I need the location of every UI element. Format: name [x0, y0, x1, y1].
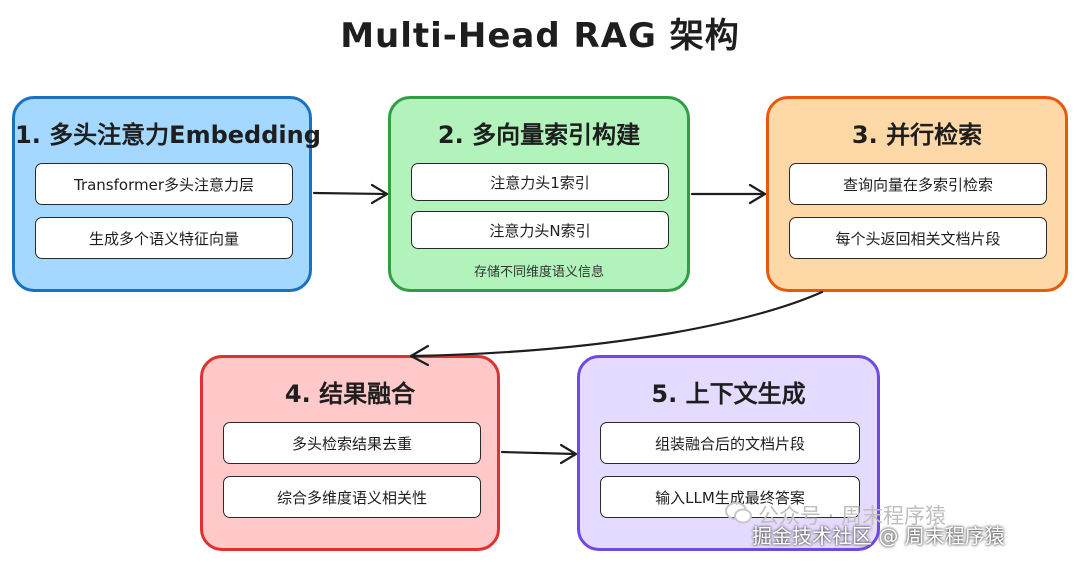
step-title-5: 5. 上下文生成 [651, 380, 806, 408]
arrow-4-to-5 [500, 450, 577, 456]
step-5-item-2: 输入LLM生成最终答案 [600, 476, 860, 518]
step-2-item-1: 注意力头1索引 [411, 163, 669, 201]
watermark-juejin: 掘金技术社区 @ 周末程序猿 [752, 524, 1005, 548]
arrow-4-to-5-head [559, 443, 578, 465]
step-1-item-1: Transformer多头注意力层 [35, 163, 293, 205]
step-2-item-2: 注意力头N索引 [411, 211, 669, 249]
arrow-1-to-2-head [370, 183, 389, 205]
step-4-item-1: 多头检索结果去重 [223, 422, 481, 464]
step-box-2: 2. 多向量索引构建 注意力头1索引 注意力头N索引 存储不同维度语义信息 [388, 96, 690, 292]
step-4-item-2: 综合多维度语义相关性 [223, 476, 481, 518]
step-3-item-1: 查询向量在多索引检索 [789, 163, 1047, 205]
step-5-item-1: 组装融合后的文档片段 [600, 422, 860, 464]
step-2-note: 存储不同维度语义信息 [473, 265, 604, 280]
step-3-item-2: 每个头返回相关文档片段 [789, 217, 1047, 259]
arrow-2-to-3-head [748, 183, 767, 205]
arrow-1-to-2 [312, 191, 388, 196]
step-title-4: 4. 结果融合 [284, 380, 416, 408]
arrow-3-to-4-head [409, 344, 430, 367]
step-title-1: 1. 多头注意力Embedding [15, 121, 321, 149]
step-title-3: 3. 并行检索 [851, 121, 983, 149]
step-box-3: 3. 并行检索 查询向量在多索引检索 每个头返回相关文档片段 [766, 96, 1068, 292]
arrow-3-to-4 [410, 290, 824, 358]
wechat-icon [725, 502, 752, 524]
step-1-item-2: 生成多个语义特征向量 [35, 217, 293, 259]
step-box-5: 5. 上下文生成 组装融合后的文档片段 输入LLM生成最终答案 [577, 355, 880, 551]
step-title-2: 2. 多向量索引构建 [437, 121, 641, 149]
step-box-1: 1. 多头注意力Embedding Transformer多头注意力层 生成多个… [12, 96, 321, 292]
step-box-4: 4. 结果融合 多头检索结果去重 综合多维度语义相关性 [200, 355, 500, 551]
watermark-wechat: 公众号 · 周末程序猿 [758, 504, 947, 528]
diagram-title: Multi-Head RAG 架构 [340, 16, 740, 56]
